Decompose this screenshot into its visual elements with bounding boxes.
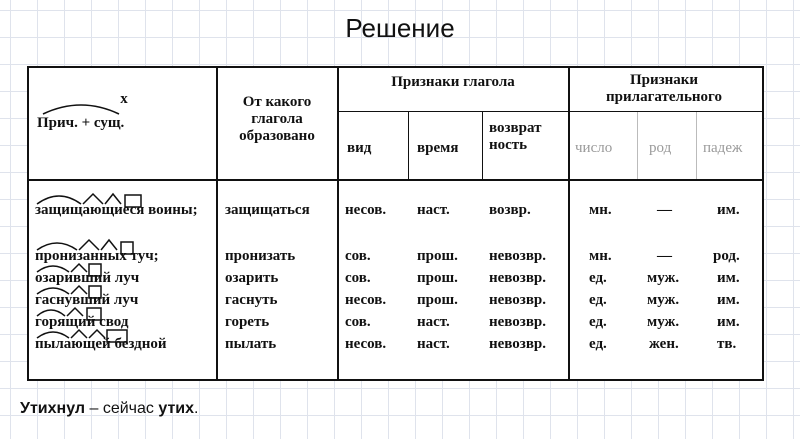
- row-divider: [337, 111, 762, 112]
- footer-note: Утихнул – сейчас утих.: [20, 400, 198, 418]
- number-cell: ед.: [589, 270, 607, 286]
- case-cell: им.: [717, 314, 740, 330]
- col-divider: [408, 112, 409, 179]
- row-divider: [29, 179, 762, 181]
- gender-cell: —: [657, 248, 672, 264]
- header-x: x: [120, 91, 128, 107]
- header-adj-features: Признаки прилагательного: [606, 72, 722, 105]
- col-divider: [482, 112, 483, 179]
- phrase-cell: горящий свод: [35, 314, 129, 330]
- reflexive-cell: возвр.: [489, 202, 531, 218]
- number-cell: ед.: [589, 314, 607, 330]
- header-aspect: вид: [347, 140, 372, 156]
- morpheme-marks: [36, 192, 142, 343]
- footer-end: .: [194, 400, 199, 417]
- aspect-cell: сов.: [345, 270, 371, 286]
- footer-separator: – сейчас: [85, 400, 159, 417]
- aspect-cell: несов.: [345, 292, 387, 308]
- participle-table: x Прич. + сущ. От какого глагола образов…: [27, 66, 764, 381]
- gender-cell: —: [657, 202, 672, 218]
- number-cell: мн.: [589, 248, 612, 264]
- footer-word-2: утих: [158, 400, 195, 417]
- arc-mark: [42, 104, 120, 115]
- tense-cell: прош.: [417, 248, 458, 264]
- number-cell: мн.: [589, 202, 612, 218]
- reflexive-cell: невозвр.: [489, 314, 547, 330]
- col-divider: [337, 68, 339, 379]
- header-verb-features: Признаки глагола: [391, 74, 515, 90]
- verb-cell: озарить: [225, 270, 279, 286]
- case-cell: им.: [717, 202, 740, 218]
- verb-cell: гаснуть: [225, 292, 278, 308]
- verb-cell: пылать: [225, 336, 277, 352]
- case-cell: им.: [717, 270, 740, 286]
- tense-cell: прош.: [417, 292, 458, 308]
- header-gender: род: [649, 140, 672, 156]
- phrase-cell: защищающиеся воины;: [35, 202, 198, 218]
- gender-cell: жен.: [649, 336, 679, 352]
- col-divider: [637, 112, 638, 179]
- tense-cell: наст.: [417, 314, 450, 330]
- phrase-cell: пронизанных туч;: [35, 248, 159, 264]
- col-divider: [568, 68, 570, 379]
- phrase-cell: гаснувший луч: [35, 292, 139, 308]
- phrase-cell: пылающей бездной: [35, 336, 167, 352]
- verb-cell: пронизать: [225, 248, 296, 264]
- number-cell: ед.: [589, 292, 607, 308]
- aspect-cell: несов.: [345, 336, 387, 352]
- case-cell: тв.: [717, 336, 737, 352]
- tense-cell: наст.: [417, 202, 450, 218]
- gender-cell: муж.: [647, 270, 680, 286]
- tense-cell: прош.: [417, 270, 458, 286]
- verb-cell: защищаться: [225, 202, 310, 218]
- header-prich-sush: Прич. + сущ.: [37, 115, 125, 131]
- header-reflexive: возврат ность: [489, 120, 542, 153]
- gender-cell: муж.: [647, 314, 680, 330]
- reflexive-cell: невозвр.: [489, 336, 547, 352]
- tense-cell: наст.: [417, 336, 450, 352]
- number-cell: ед.: [589, 336, 607, 352]
- page-title: Решение: [345, 13, 455, 43]
- reflexive-cell: невозвр.: [489, 248, 547, 264]
- reflexive-cell: невозвр.: [489, 270, 547, 286]
- verb-cell: гореть: [225, 314, 270, 330]
- col-divider: [696, 112, 697, 179]
- header-case: падеж: [703, 140, 743, 156]
- header-source-verb: От какого глагола образовано: [239, 94, 315, 144]
- header-tense: время: [417, 140, 459, 156]
- case-cell: род.: [713, 248, 740, 264]
- aspect-cell: сов.: [345, 314, 371, 330]
- case-cell: им.: [717, 292, 740, 308]
- gender-cell: муж.: [647, 292, 680, 308]
- col-divider: [216, 68, 218, 379]
- aspect-cell: сов.: [345, 248, 371, 264]
- footer-word-1: Утихнул: [20, 400, 86, 417]
- aspect-cell: несов.: [345, 202, 387, 218]
- reflexive-cell: невозвр.: [489, 292, 547, 308]
- phrase-cell: озаривший луч: [35, 270, 140, 286]
- header-number: число: [575, 140, 613, 156]
